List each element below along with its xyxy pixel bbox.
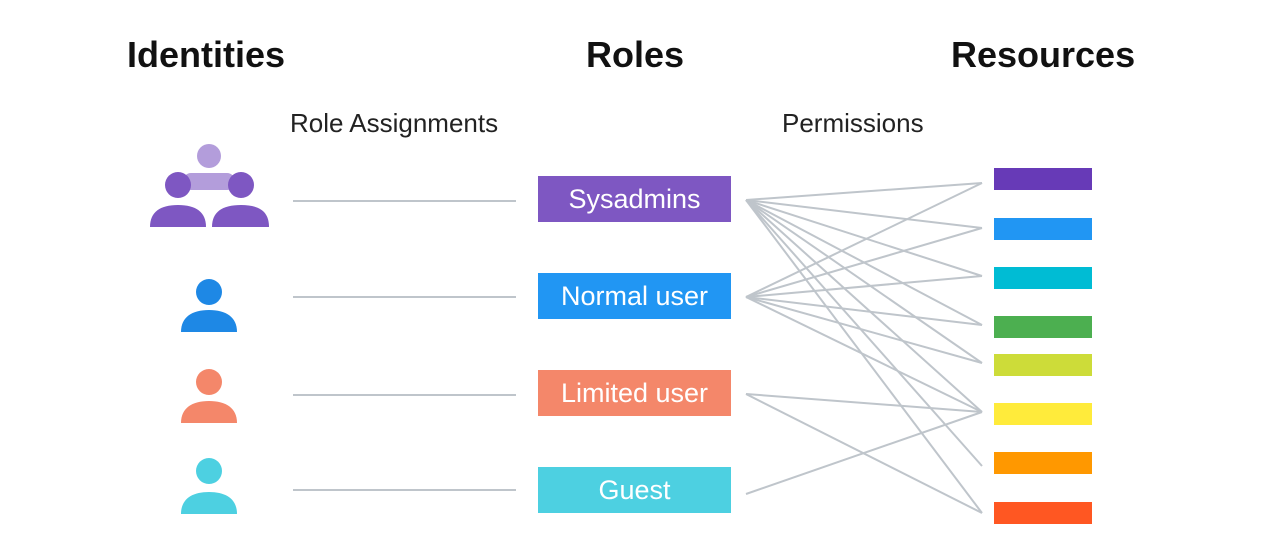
identities-heading: Identities bbox=[127, 34, 286, 75]
role-assignments-label: Role Assignments bbox=[290, 108, 499, 138]
permission-line bbox=[745, 199, 983, 364]
permission-line bbox=[745, 275, 983, 298]
resources-heading: Resources bbox=[951, 34, 1136, 75]
permission-line bbox=[745, 296, 983, 413]
permission-line bbox=[745, 182, 983, 298]
resource-bar bbox=[994, 218, 1092, 240]
role-normal-user: Normal user bbox=[538, 273, 731, 319]
permissions-label: Permissions bbox=[782, 108, 924, 138]
roles-heading: Roles bbox=[586, 34, 685, 75]
permission-line bbox=[745, 199, 983, 277]
permission-line bbox=[745, 199, 983, 229]
permission-line bbox=[745, 182, 983, 201]
person-icon bbox=[181, 458, 237, 514]
resource-bar bbox=[994, 316, 1092, 338]
role-guest: Guest bbox=[538, 467, 731, 513]
resource-bar bbox=[994, 502, 1092, 524]
resource-bar bbox=[994, 267, 1092, 289]
permission-line bbox=[745, 227, 983, 298]
resource-bar bbox=[994, 354, 1092, 376]
resource-bar bbox=[994, 452, 1092, 474]
person-icon bbox=[181, 279, 237, 332]
person-icon bbox=[181, 369, 237, 423]
permission-line bbox=[745, 296, 983, 326]
permission-line bbox=[745, 199, 983, 467]
resource-bar bbox=[994, 168, 1092, 190]
resource-bar bbox=[994, 403, 1092, 425]
permission-line bbox=[745, 296, 983, 364]
permission-line bbox=[745, 411, 983, 495]
permission-line bbox=[745, 199, 983, 413]
group-icon bbox=[150, 144, 269, 227]
permission-line bbox=[745, 199, 983, 514]
role-limited-user: Limited user bbox=[538, 370, 731, 416]
role-sysadmins: Sysadmins bbox=[538, 176, 731, 222]
permission-line bbox=[745, 393, 983, 413]
